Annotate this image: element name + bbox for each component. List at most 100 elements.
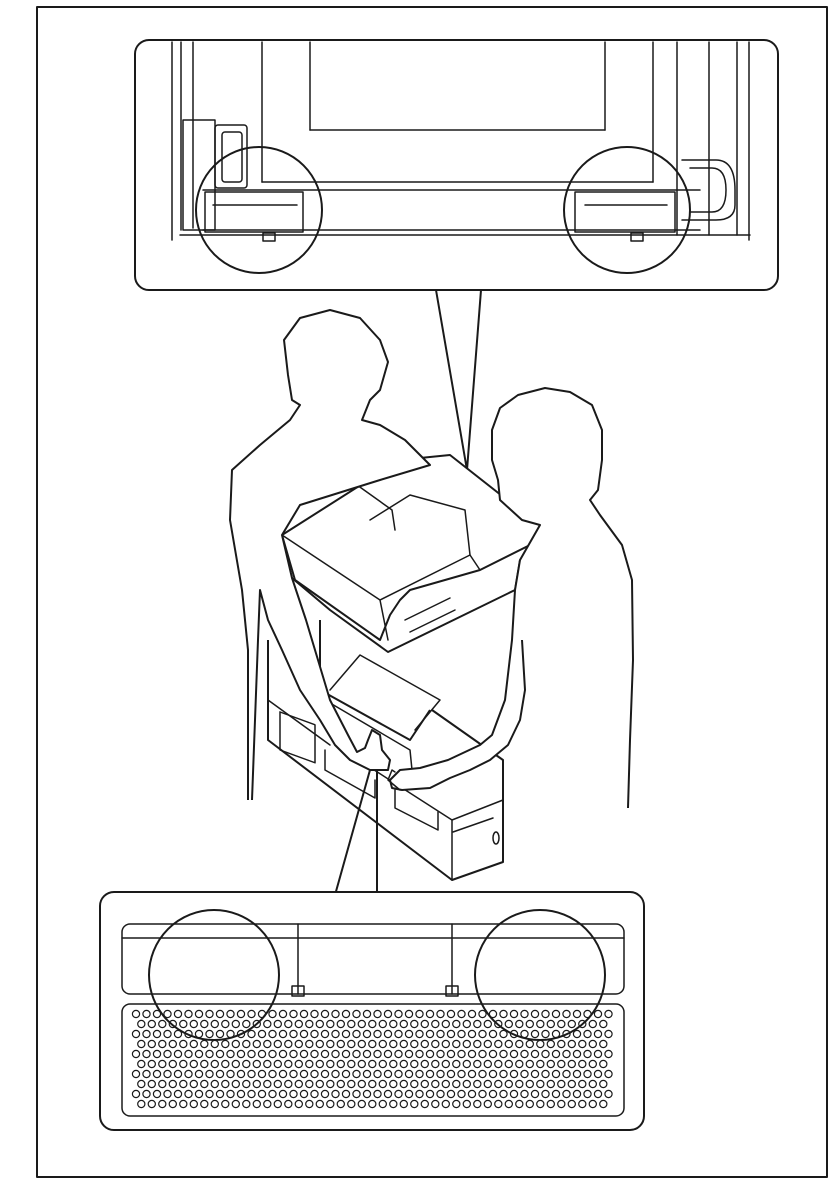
grille-hole (457, 1069, 466, 1079)
grille-hole (436, 1009, 445, 1019)
grille-hole (467, 1009, 477, 1019)
grille-hole (326, 1059, 335, 1069)
grille-hole (173, 1049, 183, 1059)
grille-hole (189, 1019, 198, 1029)
grille-hole (404, 1049, 414, 1059)
grille-hole (247, 1069, 256, 1079)
grille-hole (252, 1039, 261, 1049)
grille-hole (284, 1079, 293, 1089)
grille-hole (572, 1069, 582, 1079)
grille-hole (546, 1099, 556, 1109)
grille-hole (488, 1029, 498, 1039)
grille-hole (194, 1049, 204, 1059)
grille-hole (247, 1029, 256, 1039)
grille-hole (420, 1099, 429, 1109)
grille-hole (152, 1029, 162, 1039)
grille-hole (509, 1049, 519, 1059)
grille-hole (231, 1099, 240, 1109)
grille-hole (462, 1019, 471, 1029)
grille-hole (494, 1079, 503, 1089)
grille-hole (299, 1089, 309, 1099)
grille-hole (247, 1049, 256, 1059)
grille-hole (210, 1059, 219, 1069)
grille-hole (263, 1019, 272, 1029)
grille-hole (336, 1079, 345, 1089)
grille-hole (399, 1059, 408, 1069)
grille-hole (478, 1009, 487, 1019)
grille-hole (404, 1029, 414, 1039)
grille-hole (278, 1049, 288, 1059)
handle-grip-right-circle (474, 909, 606, 1041)
grille-hole (593, 1089, 603, 1099)
grille-hole (326, 1099, 335, 1109)
grille-hole (457, 1009, 466, 1019)
grille-hole (420, 1059, 429, 1069)
grille-hole (310, 1029, 319, 1039)
grille-hole (368, 1019, 377, 1029)
grille-hole (541, 1049, 550, 1059)
grille-hole (242, 1059, 251, 1069)
grille-hole (168, 1019, 177, 1029)
grille-hole (452, 1099, 461, 1109)
grille-hole (441, 1019, 450, 1029)
grille-hole (210, 1099, 219, 1109)
grille-hole (525, 1059, 535, 1069)
grille-hole (152, 1049, 162, 1059)
grille-hole (205, 1009, 214, 1019)
grille-hole (179, 1099, 188, 1109)
grille-hole (299, 1029, 309, 1039)
grille-hole (488, 1049, 498, 1059)
grille-hole (347, 1039, 356, 1049)
grille-hole (257, 1089, 267, 1099)
grille-hole (525, 1079, 535, 1089)
grille-hole (221, 1099, 230, 1109)
grille-hole (530, 1049, 540, 1059)
grille-hole (341, 1029, 351, 1039)
grille-hole (567, 1059, 577, 1069)
grille-hole (488, 1069, 498, 1079)
grille-hole (499, 1009, 508, 1019)
grille-hole (310, 1009, 319, 1019)
grille-hole (536, 1059, 545, 1069)
top-callout (134, 39, 779, 471)
grille-hole (315, 1099, 324, 1109)
grille-hole (215, 1069, 225, 1079)
grille-hole (446, 1089, 456, 1099)
grille-hole (368, 1079, 377, 1089)
grille-hole (131, 1029, 141, 1039)
grille-hole (231, 1019, 240, 1029)
grille-hole (593, 1069, 603, 1079)
grille-hole (399, 1099, 408, 1109)
grille-hole (184, 1009, 193, 1019)
grille-hole (331, 1049, 340, 1059)
grille-hole (347, 1059, 356, 1069)
grille-hole (341, 1069, 351, 1079)
grille-hole (284, 1019, 293, 1029)
grille-hole (488, 1089, 498, 1099)
grille-hole (494, 1039, 503, 1049)
grille-hole (242, 1019, 251, 1029)
grille-hole (530, 1089, 540, 1099)
grille-hole (410, 1099, 419, 1109)
grille-hole (452, 1019, 461, 1029)
grille-hole (562, 1089, 571, 1099)
grille-hole (546, 1039, 556, 1049)
grille-hole (551, 1069, 561, 1079)
grille-hole (583, 1029, 592, 1039)
grille-hole (273, 1079, 282, 1089)
grille-hole (142, 1089, 151, 1099)
grille-hole (305, 1079, 314, 1089)
grille-hole (525, 1019, 535, 1029)
grille-hole (179, 1019, 188, 1029)
grille-hole (373, 1009, 382, 1019)
grille-hole (131, 1089, 141, 1099)
grille-hole (473, 1039, 482, 1049)
grille-hole (352, 1069, 361, 1079)
grille-hole (294, 1039, 303, 1049)
grille-hole (310, 1049, 319, 1059)
grille-hole (583, 1089, 592, 1099)
grille-hole (142, 1049, 151, 1059)
grille-hole (562, 1069, 571, 1079)
grille-hole (383, 1089, 393, 1099)
grille-hole (499, 1089, 508, 1099)
